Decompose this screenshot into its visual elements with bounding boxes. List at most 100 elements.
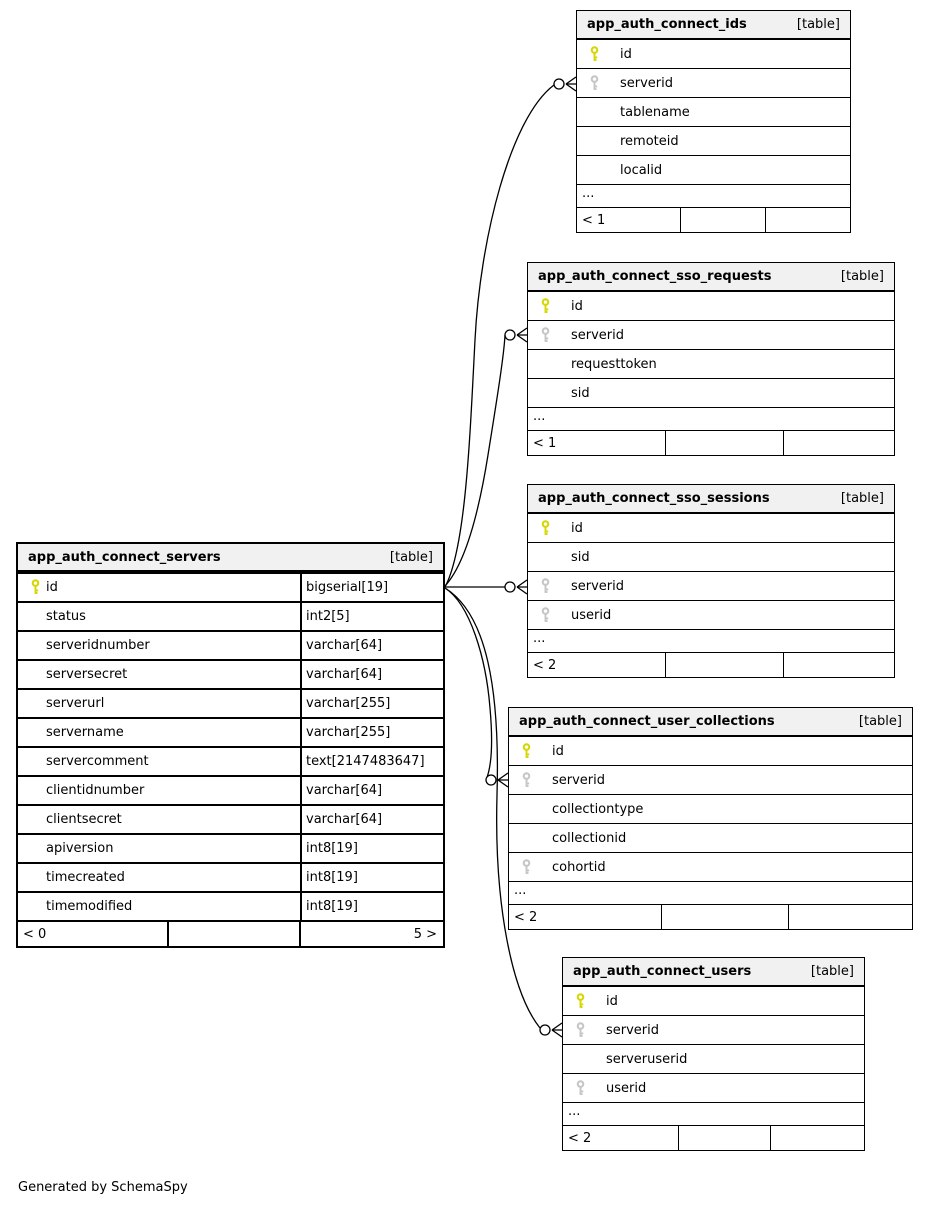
column-name-cell: id (528, 292, 894, 320)
connector-servers-to-user-collections (444, 587, 509, 788)
no-key-spacer (30, 811, 44, 829)
column-name: serveridnumber (46, 638, 150, 653)
column-row: userid (563, 1073, 864, 1102)
table-type-tag: [table] (389, 549, 433, 565)
column-name-cell: cohortid (509, 853, 912, 881)
table-footer: < 1 (528, 430, 894, 455)
column-name: localid (620, 162, 663, 178)
no-key-spacer (575, 1050, 589, 1068)
table-footer: < 2 (509, 904, 912, 929)
column-name-cell: serverid (509, 766, 912, 794)
table-header: app_auth_connect_users[table] (563, 958, 864, 986)
table-name[interactable]: app_auth_connect_sso_sessions (538, 491, 770, 506)
column-name: cohortid (552, 859, 606, 875)
foreign-key-icon (575, 1021, 589, 1039)
more-columns-ellipsis: ... (528, 629, 894, 652)
column-name: sid (571, 549, 590, 565)
footer-stat-right (788, 905, 912, 929)
footer-stat-center (665, 653, 783, 677)
table-name[interactable]: app_auth_connect_ids (587, 17, 747, 32)
no-key-spacer (30, 666, 44, 684)
footer-stat-right (770, 1126, 864, 1150)
column-name-cell: clientidnumber (18, 777, 302, 804)
table-name[interactable]: app_auth_connect_servers (28, 549, 221, 565)
column-name-cell: id (509, 737, 912, 765)
footer-stat-right (783, 431, 894, 455)
table-header: app_auth_connect_user_collections [table] (509, 708, 912, 736)
column-name-cell: apiversion (18, 835, 302, 862)
column-name: serverid (620, 75, 674, 91)
column-type: varchar[64] (306, 638, 383, 653)
column-name-cell: servername (18, 719, 302, 746)
column-name-cell: serversecret (18, 661, 302, 688)
footer-stat-center (665, 431, 783, 455)
table-type-tag: [table] (840, 491, 884, 506)
table-footer: < 2 (563, 1125, 864, 1150)
column-row: clientidnumber varchar[64] (18, 775, 443, 804)
column-name: servercomment (46, 754, 149, 769)
no-key-spacer (30, 840, 44, 858)
column-name: id (606, 993, 618, 1009)
footer-stat-center (661, 905, 788, 929)
table-header: app_auth_connect_servers [table] (18, 544, 443, 572)
more-columns-ellipsis: ... (528, 407, 894, 430)
column-row: sid (528, 542, 894, 571)
connector-servers-to-sso-sessions (445, 579, 528, 595)
no-key-spacer (540, 355, 554, 373)
primary-key-icon (575, 992, 589, 1010)
table-name[interactable]: app_auth_connect_users (573, 964, 752, 979)
column-name: sid (571, 385, 590, 401)
column-name-cell: status (18, 603, 302, 630)
table-name[interactable]: app_auth_connect_user_collections (519, 714, 775, 729)
foreign-key-icon (540, 606, 554, 624)
footer-stat-left: < 2 (533, 657, 557, 673)
column-row: id (577, 39, 850, 68)
table-type-tag: [table] (840, 269, 884, 284)
column-row: serverid (563, 1015, 864, 1044)
table-type-tag: [table] (858, 714, 902, 729)
no-key-spacer (30, 898, 44, 916)
column-name-cell: clientsecret (18, 806, 302, 833)
column-name: tablename (620, 104, 690, 120)
column-name-cell: remoteid (577, 127, 850, 155)
column-name-cell: serverid (528, 572, 894, 600)
column-name: id (571, 298, 583, 314)
column-row: serverid (509, 765, 912, 794)
column-type: int8[19] (306, 841, 358, 856)
column-row: id (528, 513, 894, 542)
primary-key-icon (521, 742, 535, 760)
column-row: collectionid (509, 823, 912, 852)
no-key-spacer (30, 724, 44, 742)
column-row: id bigserial[19] (18, 572, 443, 601)
footer-stat-right (783, 653, 894, 677)
column-name: serveruserid (606, 1051, 688, 1067)
column-name-cell: id (528, 514, 894, 542)
column-name-cell: id (577, 40, 850, 68)
column-name-cell: userid (563, 1074, 864, 1102)
table-name[interactable]: app_auth_connect_sso_requests (538, 269, 772, 284)
column-row: serverid (528, 320, 894, 349)
column-type: varchar[64] (306, 783, 383, 798)
primary-key-icon (589, 45, 603, 63)
column-type: bigserial[19] (306, 580, 389, 595)
column-row: serverid (577, 68, 850, 97)
footer-stat-left: < 1 (582, 212, 606, 228)
footer-stat-right (765, 208, 850, 232)
column-name-cell: id (18, 574, 302, 601)
column-row: userid (528, 600, 894, 629)
footer-stat-right: 5 > (299, 922, 443, 946)
column-type: varchar[64] (306, 667, 383, 682)
no-key-spacer (540, 384, 554, 402)
column-row: localid (577, 155, 850, 184)
column-row: id (563, 986, 864, 1015)
no-key-spacer (521, 829, 535, 847)
generator-note: Generated by SchemaSpy (18, 1180, 188, 1195)
column-row: sid (528, 378, 894, 407)
column-name: userid (606, 1080, 647, 1096)
more-columns-ellipsis: ... (563, 1102, 864, 1125)
table-app-auth-connect-user-collections: app_auth_connect_user_collections [table]… (508, 707, 913, 930)
column-name: apiversion (46, 841, 114, 856)
